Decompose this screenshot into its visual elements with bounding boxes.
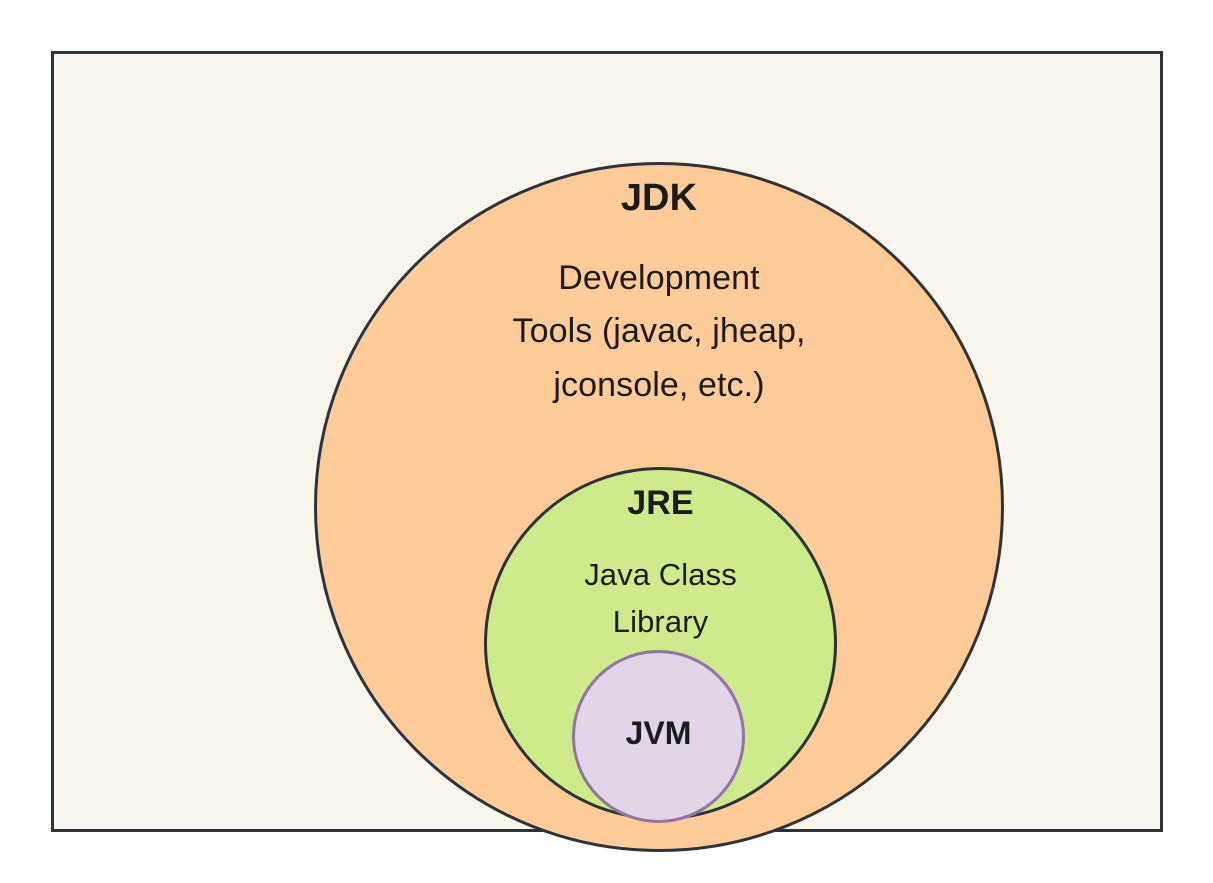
jdk-body-label: Development Tools (javac, jheap, jconsol… — [512, 259, 806, 404]
jdk-title-label: JDK — [620, 177, 698, 219]
jre-title-label: JRE — [627, 484, 694, 522]
jre-body-label: Java Class Library — [584, 557, 737, 639]
jvm-title-label: JVM — [625, 715, 692, 751]
diagram-frame: JDK Development Tools (javac, jheap, jco… — [51, 51, 1163, 852]
circle-jvm — [572, 650, 745, 823]
